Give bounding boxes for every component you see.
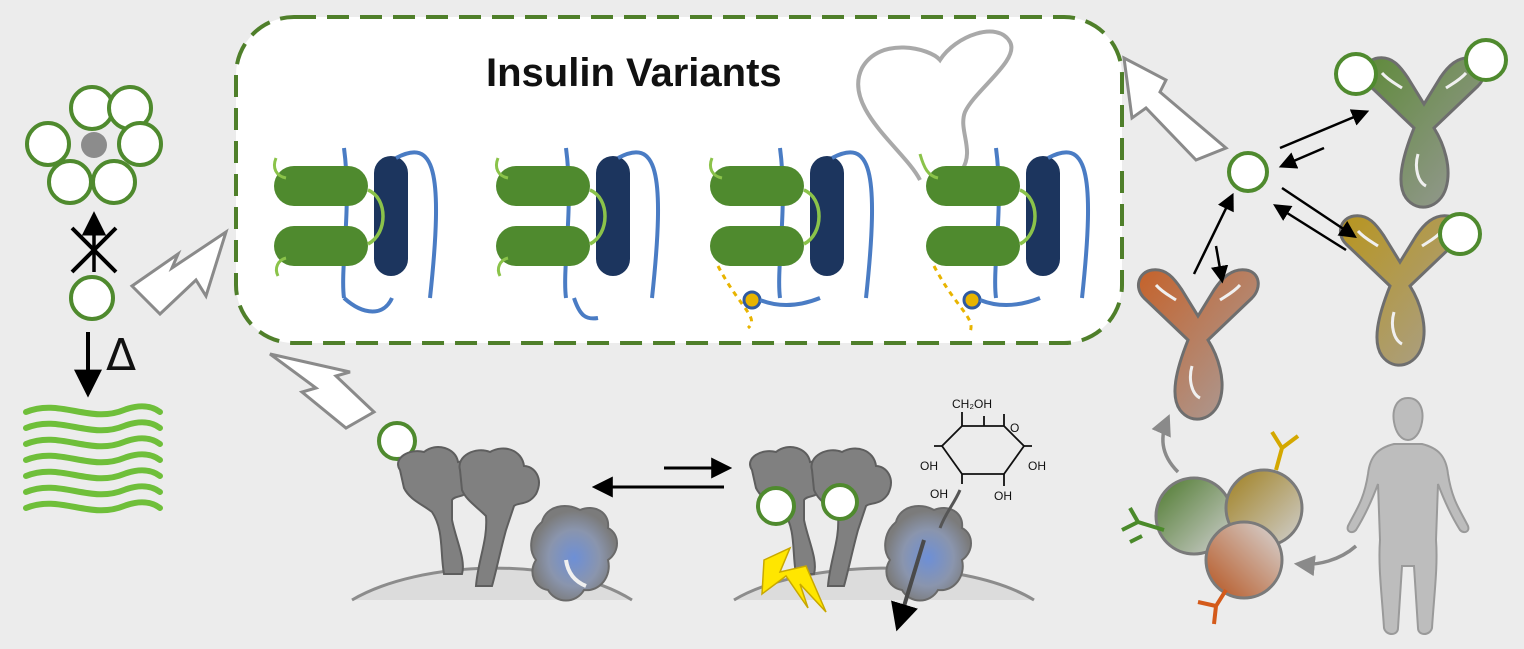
arrow-bind-green <box>1279 109 1370 150</box>
antibody-bound-insulin-1 <box>1334 52 1378 96</box>
secreted-antibody-orange <box>1197 588 1228 625</box>
glucose-oh-4: OH <box>994 489 1012 503</box>
antibody-icon-green <box>1362 56 1486 209</box>
glucose-transporter-active-icon <box>884 489 972 632</box>
blocked-assembly-arrow <box>70 211 118 274</box>
glucose-molecule-icon <box>934 412 1032 486</box>
arrow-bind-orange <box>1210 245 1229 284</box>
insulin-variant-4 <box>918 146 1091 333</box>
glucose-oh-1: OH <box>920 459 938 473</box>
insulin-variant-2 <box>494 146 661 321</box>
antibody-bound-insulin-2 <box>1464 38 1508 82</box>
lightning-signal-icon <box>761 546 827 613</box>
b-cell-icon <box>1154 468 1304 600</box>
arrow-release-gold <box>1273 204 1347 252</box>
disordered-tail <box>856 29 1014 181</box>
secreted-antibody-gold <box>1270 430 1300 471</box>
bound-insulin-1 <box>756 486 796 526</box>
amyloid-fibril-icon <box>23 403 163 514</box>
human-figure-icon <box>1346 396 1470 635</box>
hollow-arrow-right <box>1122 55 1229 162</box>
insulin-variant-1 <box>272 146 439 314</box>
insulin-variants-panel: Insulin Variants <box>234 15 1124 345</box>
glucose-oh-2: OH <box>1028 459 1046 473</box>
insulin-receptor-icon <box>397 446 540 587</box>
insulin-hexamer-icon <box>25 85 163 205</box>
heat-delta-symbol: Δ <box>106 330 136 381</box>
bound-insulin-2 <box>821 483 859 521</box>
glucose-transporter-icon <box>530 505 618 602</box>
hollow-arrow-down <box>269 352 377 430</box>
antibody-bound-insulin-3 <box>1438 212 1482 256</box>
arrow-bind-gold <box>1281 186 1357 238</box>
arrow-release-orange <box>1192 192 1234 275</box>
panel-title: Insulin Variants <box>486 51 782 95</box>
glucose-ch2oh-label: CH₂OH <box>952 397 992 411</box>
secreted-antibody-green <box>1121 507 1165 544</box>
arrow-release-green <box>1278 146 1325 169</box>
insulin-monomer-bottom <box>377 421 417 461</box>
glucose-oh-3: OH <box>930 487 948 501</box>
panel-dashed-border <box>234 15 1124 345</box>
insulin-monomer-icon <box>69 275 115 321</box>
insulin-monomer-right <box>1227 151 1269 193</box>
insulin-variant-3 <box>708 146 875 330</box>
curved-arrow-to-bcells <box>1293 544 1358 577</box>
curved-arrow-to-antibody <box>1151 414 1180 474</box>
glucose-ring-oxygen: O <box>1010 421 1019 435</box>
hollow-arrow-left <box>129 228 229 317</box>
antibody-icon-orange <box>1136 268 1260 421</box>
